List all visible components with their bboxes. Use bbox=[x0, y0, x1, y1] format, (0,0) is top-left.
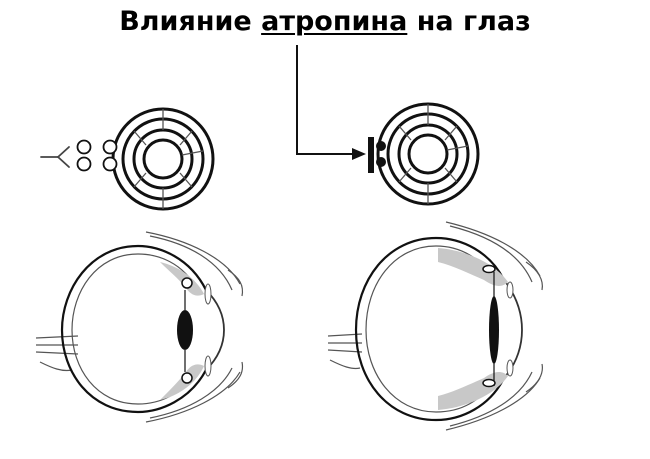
diagram-title: Влияние атропина на глаз bbox=[0, 4, 650, 40]
receptor-circle-bottom-left bbox=[76, 156, 92, 172]
blocked-marker-bottom bbox=[482, 378, 496, 388]
blocked-marker-top bbox=[482, 264, 496, 274]
title-drug-name: атропина bbox=[261, 6, 408, 37]
iris-radial-lines-normal bbox=[133, 109, 204, 209]
eye-cross-section-atropine bbox=[327, 221, 543, 431]
blocked-receptor-top bbox=[376, 141, 386, 151]
receptor-group-free bbox=[76, 139, 118, 172]
receptor-circle-bottom-right bbox=[102, 156, 118, 172]
blocked-receptor-bottom bbox=[376, 157, 386, 167]
receptor-circle-top-left bbox=[76, 139, 92, 155]
lens-normal bbox=[177, 310, 193, 350]
arrow-icon bbox=[296, 45, 353, 155]
title-suffix: на глаз bbox=[407, 6, 531, 37]
lens-atropine bbox=[489, 296, 499, 364]
receptor-marker-top bbox=[181, 277, 193, 289]
receptor-marker-bottom bbox=[181, 372, 193, 384]
receptor-circle-top-right bbox=[102, 139, 118, 155]
title-prefix: Влияние bbox=[119, 6, 262, 37]
atropine-blocker-bar bbox=[368, 137, 374, 173]
arrow-head-icon bbox=[352, 148, 366, 160]
receptor-group-blocked bbox=[368, 137, 386, 173]
y-shaped-molecule-icon bbox=[40, 146, 70, 168]
eye-cross-section-normal bbox=[35, 231, 244, 423]
iris-radial-lines-atropine bbox=[398, 104, 469, 204]
